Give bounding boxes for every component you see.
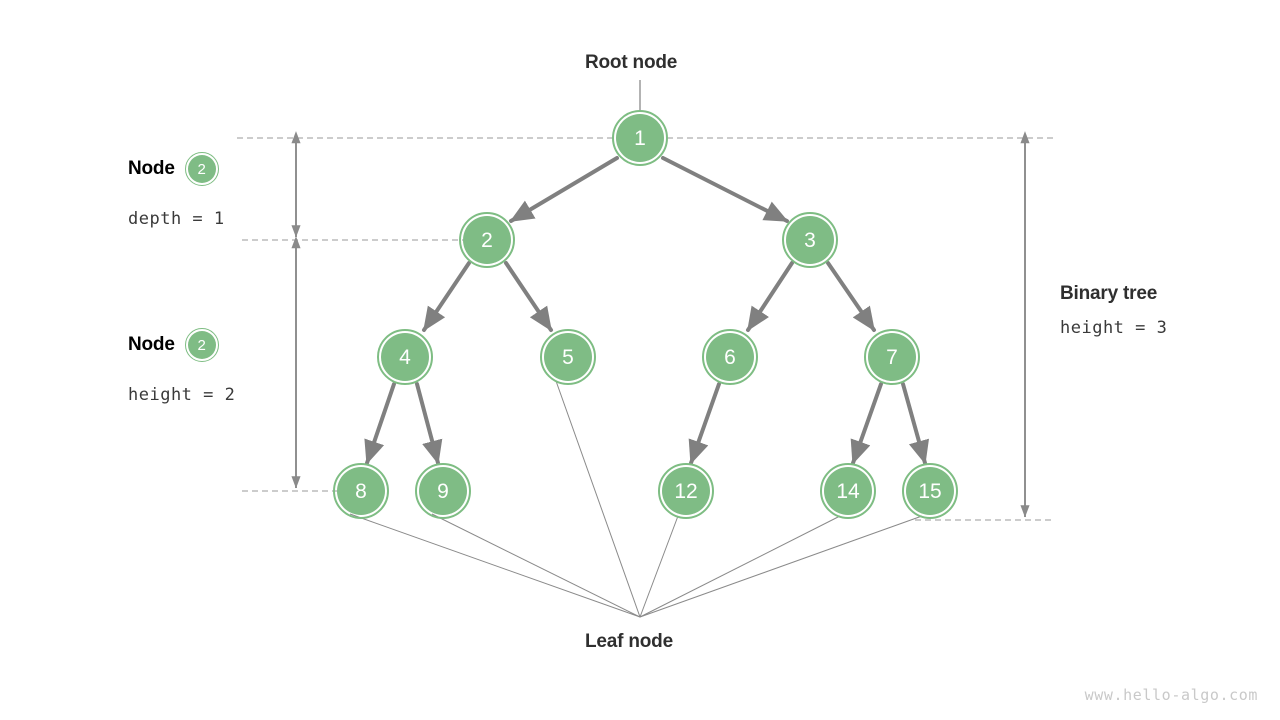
node-value: 2 — [481, 228, 493, 252]
tree-node-12[interactable]: 12 — [658, 463, 714, 519]
node-value: 3 — [804, 228, 816, 252]
tree-node-8[interactable]: 8 — [333, 463, 389, 519]
tree-node-9[interactable]: 9 — [415, 463, 471, 519]
edge-1-2 — [509, 156, 619, 223]
annotation-tree-detail: height = 3 — [1060, 318, 1168, 338]
node-ring — [658, 463, 714, 519]
tree-node-1[interactable]: 1 — [612, 110, 668, 166]
annotation-node-height-badge: 2 — [184, 328, 219, 362]
node-ring — [902, 463, 958, 519]
edge-3-6 — [746, 261, 794, 332]
tree-node-5[interactable]: 5 — [540, 329, 596, 385]
node-core: 1 — [616, 114, 664, 162]
node-value: 1 — [634, 126, 646, 150]
node-ring — [820, 463, 876, 519]
node-value: 4 — [399, 345, 411, 369]
node-core: 6 — [706, 333, 754, 381]
node-ring — [702, 329, 758, 385]
leaf-leader-5 — [555, 380, 641, 618]
badge-ring — [184, 152, 219, 186]
edge-7-15 — [901, 382, 930, 465]
edge-7-14 — [850, 382, 883, 465]
tree-node-14[interactable]: 14 — [820, 463, 876, 519]
node-ring — [782, 212, 838, 268]
root-node-label: Root node — [585, 52, 678, 73]
node-value: 8 — [355, 479, 367, 503]
node-core: 4 — [381, 333, 429, 381]
annotation-node-height: Node 2 — [128, 328, 219, 362]
leaf-leader-15 — [639, 515, 923, 618]
tree-node-7[interactable]: 7 — [864, 329, 920, 385]
edge-1-3 — [661, 156, 789, 223]
node-core: 2 — [463, 216, 511, 264]
tree-node-6[interactable]: 6 — [702, 329, 758, 385]
tree-node-4[interactable]: 4 — [377, 329, 433, 385]
node-ring — [612, 110, 668, 166]
node-value: 9 — [437, 479, 449, 503]
edge-6-12 — [688, 382, 721, 465]
leaf-leader-8 — [349, 513, 641, 618]
node-ring — [377, 329, 433, 385]
node-ring — [459, 212, 515, 268]
node-value: 14 — [836, 479, 860, 503]
badge-core: 2 — [187, 331, 216, 359]
node-ring — [540, 329, 596, 385]
leaf-leader-12 — [639, 515, 679, 618]
node-core: 5 — [544, 333, 592, 381]
annotation-depth-detail: depth = 1 — [128, 209, 225, 229]
node-core: 14 — [824, 467, 872, 515]
node-core: 9 — [419, 467, 467, 515]
annotation-depth-badge: 2 — [184, 152, 219, 186]
node-core: 3 — [786, 216, 834, 264]
edge-4-8 — [364, 382, 396, 465]
node-core: 12 — [662, 467, 710, 515]
badge-value: 2 — [197, 336, 206, 354]
annotation-node-height-title: Node — [128, 334, 175, 355]
watermark: www.hello-algo.com — [1084, 686, 1258, 704]
node-ring — [333, 463, 389, 519]
tree-node-15[interactable]: 15 — [902, 463, 958, 519]
tree-edges — [364, 156, 930, 465]
node-value: 7 — [886, 345, 898, 369]
leaf-leader-9 — [431, 513, 641, 618]
badge-value: 2 — [197, 160, 206, 178]
edge-4-9 — [415, 382, 443, 465]
annotation-depth-title: Node — [128, 158, 175, 179]
node-ring — [415, 463, 471, 519]
leaf-leader-14 — [639, 515, 841, 618]
edge-2-5 — [504, 261, 553, 332]
annotation-node-height-detail: height = 2 — [128, 385, 236, 405]
guide-lines — [237, 137, 1055, 521]
node-core: 7 — [868, 333, 916, 381]
node-value: 15 — [918, 479, 942, 503]
node-value: 6 — [724, 345, 736, 369]
badge-ring — [184, 328, 219, 362]
edge-2-4 — [422, 261, 471, 332]
tree-node-2[interactable]: 2 — [459, 212, 515, 268]
tree-node-3[interactable]: 3 — [782, 212, 838, 268]
annotation-depth: Node 2 — [128, 152, 219, 186]
measure-arrows — [291, 131, 1030, 518]
badge-core: 2 — [187, 155, 216, 183]
node-value: 5 — [562, 345, 574, 369]
node-core: 8 — [337, 467, 385, 515]
node-core: 15 — [906, 467, 954, 515]
edge-3-7 — [826, 261, 876, 332]
node-ring — [864, 329, 920, 385]
leaf-leader-lines — [349, 380, 923, 618]
annotation-tree-title: Binary tree — [1060, 283, 1158, 304]
node-value: 12 — [674, 479, 698, 503]
leaf-node-label: Leaf node — [585, 631, 673, 652]
